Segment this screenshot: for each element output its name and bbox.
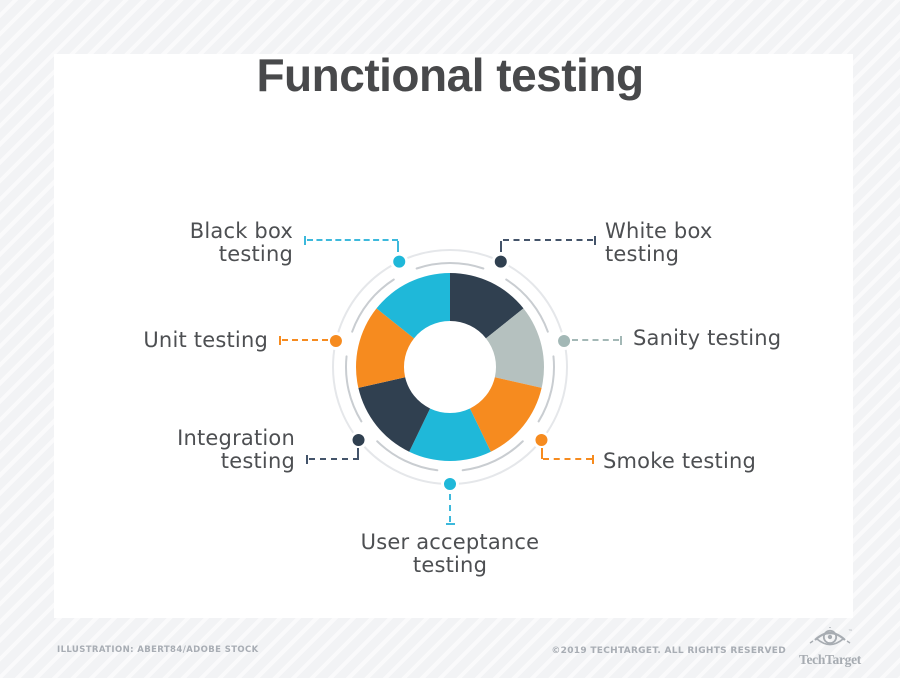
eye-icon: ™ [809,627,853,646]
connector-tick-white-box [594,236,596,245]
donut-segment-smoke [469,377,542,452]
connector-tick-smoke [592,455,594,464]
label-sanity-testing: Sanity testing [633,326,782,350]
connector-tick-user-acceptance [446,523,455,525]
connector-integration [309,458,359,460]
donut-segment-unit [356,308,415,388]
connector-tick-sanity [620,336,622,345]
donut-segment-white_box [450,273,524,339]
copyright-text: ©2019 TECHTARGET. ALL RIGHTS RESERVED [551,646,786,656]
broken-ring-arc [351,278,395,333]
chart-dot-black_box [390,252,409,271]
chart-dot-sanity [555,331,574,350]
connector-sanity [572,339,619,341]
connector-tick-integration [306,455,308,464]
donut-segment-black_box [376,273,450,339]
broken-ring-arc [415,262,485,270]
broken-ring-arc [537,355,555,423]
brand-name: TechTarget [799,652,862,667]
donut-segment-integration [358,377,431,452]
svg-text:™: ™ [848,629,853,635]
broken-ring-arc [376,440,439,472]
donut-segment-user_acceptance [409,408,491,462]
illustration-credit: ILLUSTRATION: ABERT84/ADOBE STOCK [57,645,259,655]
connector-smoke [543,458,592,460]
label-smoke-testing: Smoke testing [603,449,757,473]
connector-user-acceptance [449,494,451,522]
connector-black-box [307,239,398,241]
connector-black-box [397,241,399,252]
chart-dot-smoke [532,430,551,449]
page-title: Functional testing [256,49,644,101]
techtarget-logo: ™ TechTarget [799,626,861,670]
connector-tick-unit [279,336,281,345]
broken-ring-arc [505,278,549,333]
donut-segment-sanity [485,308,544,388]
broken-ring-arc [461,440,524,472]
chart-dot-unit [326,331,345,350]
chart-dot-white_box [491,252,510,271]
connector-white-box [500,241,502,252]
broken-ring-arc [345,355,363,423]
connector-unit [282,339,328,341]
connector-integration [357,448,359,459]
chart-dot-integration [349,430,368,449]
donut-chart [326,249,574,493]
chart-dot-user_acceptance [441,475,459,493]
connector-white-box [503,239,593,241]
connector-smoke [541,448,543,459]
connector-tick-black-box [304,236,306,245]
label-unit-testing: Unit testing [143,328,268,352]
